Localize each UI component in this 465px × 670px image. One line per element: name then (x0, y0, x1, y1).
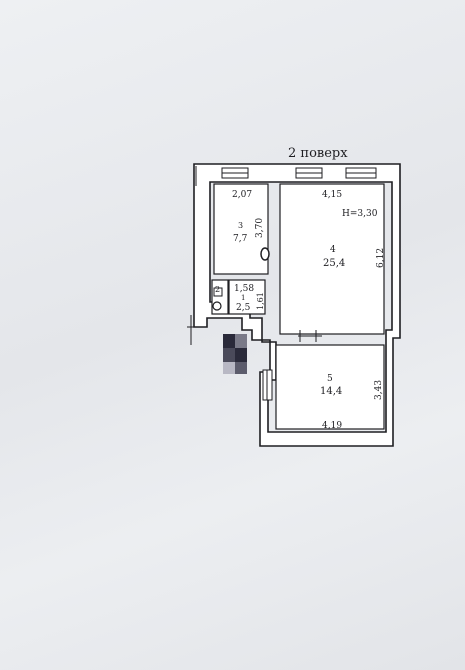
room-5-outline (275, 344, 385, 430)
room-1-outline (228, 279, 266, 315)
room-5-number: 5 (327, 374, 333, 384)
room-3-number: 3 (238, 221, 243, 230)
room-2-number: 2 (215, 285, 220, 294)
room-4-height: H=3,30 (342, 209, 378, 219)
room-1-side-dim: 1,61 (256, 292, 265, 310)
room-1-number: 1 (241, 294, 245, 302)
room-5-bottom-dim: 4,19 (322, 421, 342, 431)
toilet-icon (213, 287, 223, 297)
room-4-outline (279, 183, 385, 335)
room-3-outline (213, 183, 269, 275)
room-1-area: 2,5 (236, 303, 251, 313)
room-5-area: 14,4 (320, 386, 342, 397)
room-3-top-dim: 2,07 (232, 190, 252, 200)
floor-title: 2 поверх (288, 146, 348, 161)
room-3-area: 7,7 (233, 234, 248, 244)
room-5-side-dim: 3,43 (374, 380, 384, 400)
room-4-side-dim: 6,12 (376, 248, 386, 268)
sink-icon (212, 301, 222, 311)
redaction-mosaic (223, 334, 247, 374)
room-4-number: 4 (330, 245, 336, 255)
room-4-area: 25,4 (323, 258, 345, 269)
room-1-top-dim: 1,58 (234, 284, 254, 294)
room-4-top-dim: 4,15 (322, 190, 342, 200)
boiler-icon (260, 247, 270, 261)
room-3-side-dim: 3,70 (255, 218, 265, 238)
